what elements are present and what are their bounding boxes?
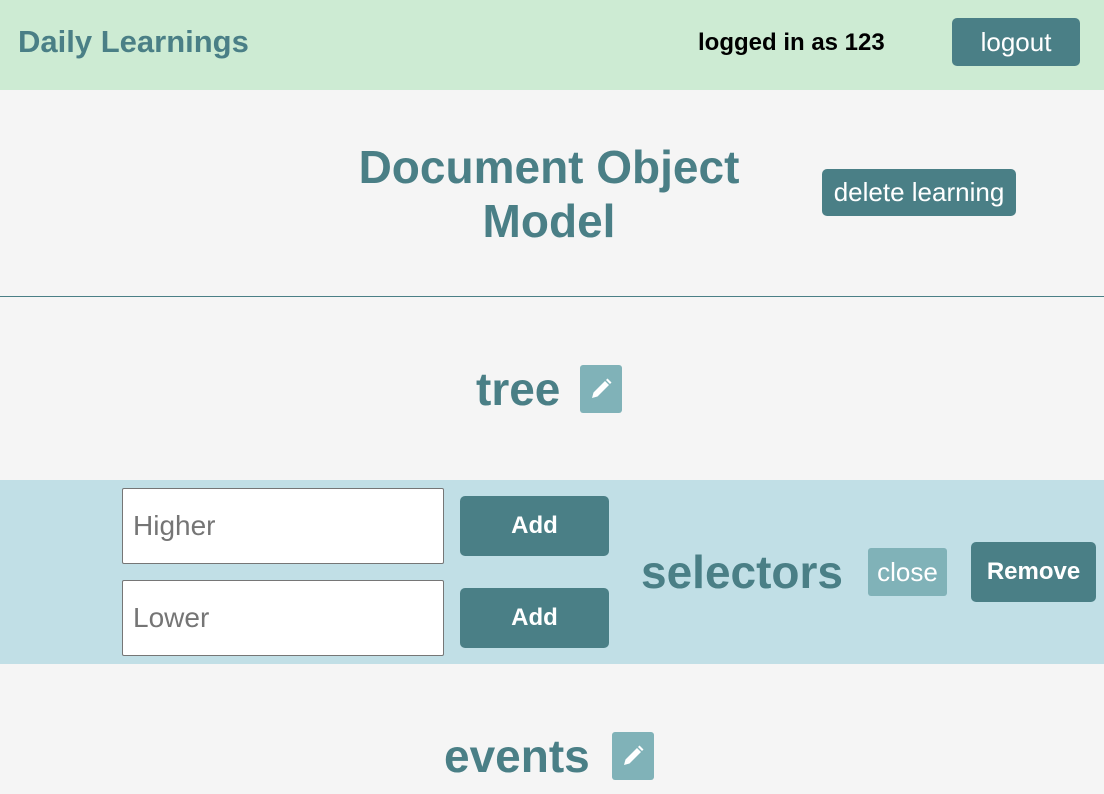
edit-topic-button[interactable] <box>612 732 654 780</box>
higher-input[interactable] <box>122 488 444 564</box>
delete-learning-button[interactable]: delete learning <box>822 169 1016 216</box>
topic-title-selectors: selectors <box>641 546 844 598</box>
topic-title-events: events <box>444 730 590 782</box>
section-divider <box>0 296 1104 297</box>
add-lower-button[interactable]: Add <box>460 588 609 648</box>
lower-input[interactable] <box>122 580 444 656</box>
pencil-icon <box>592 378 612 398</box>
logout-button[interactable]: logout <box>952 18 1080 66</box>
close-edit-button[interactable]: close <box>868 548 947 596</box>
edit-topic-button[interactable] <box>580 365 622 413</box>
header-bar: Daily Learnings logged in as 123 logout <box>0 0 1104 90</box>
pencil-icon <box>624 745 644 765</box>
user-status: logged in as 123 <box>698 29 885 56</box>
learning-title: Document Object Model <box>358 141 740 247</box>
remove-topic-button[interactable]: Remove <box>971 542 1096 602</box>
add-higher-button[interactable]: Add <box>460 496 609 556</box>
topic-title-tree: tree <box>476 363 561 415</box>
app-title[interactable]: Daily Learnings <box>18 24 249 59</box>
